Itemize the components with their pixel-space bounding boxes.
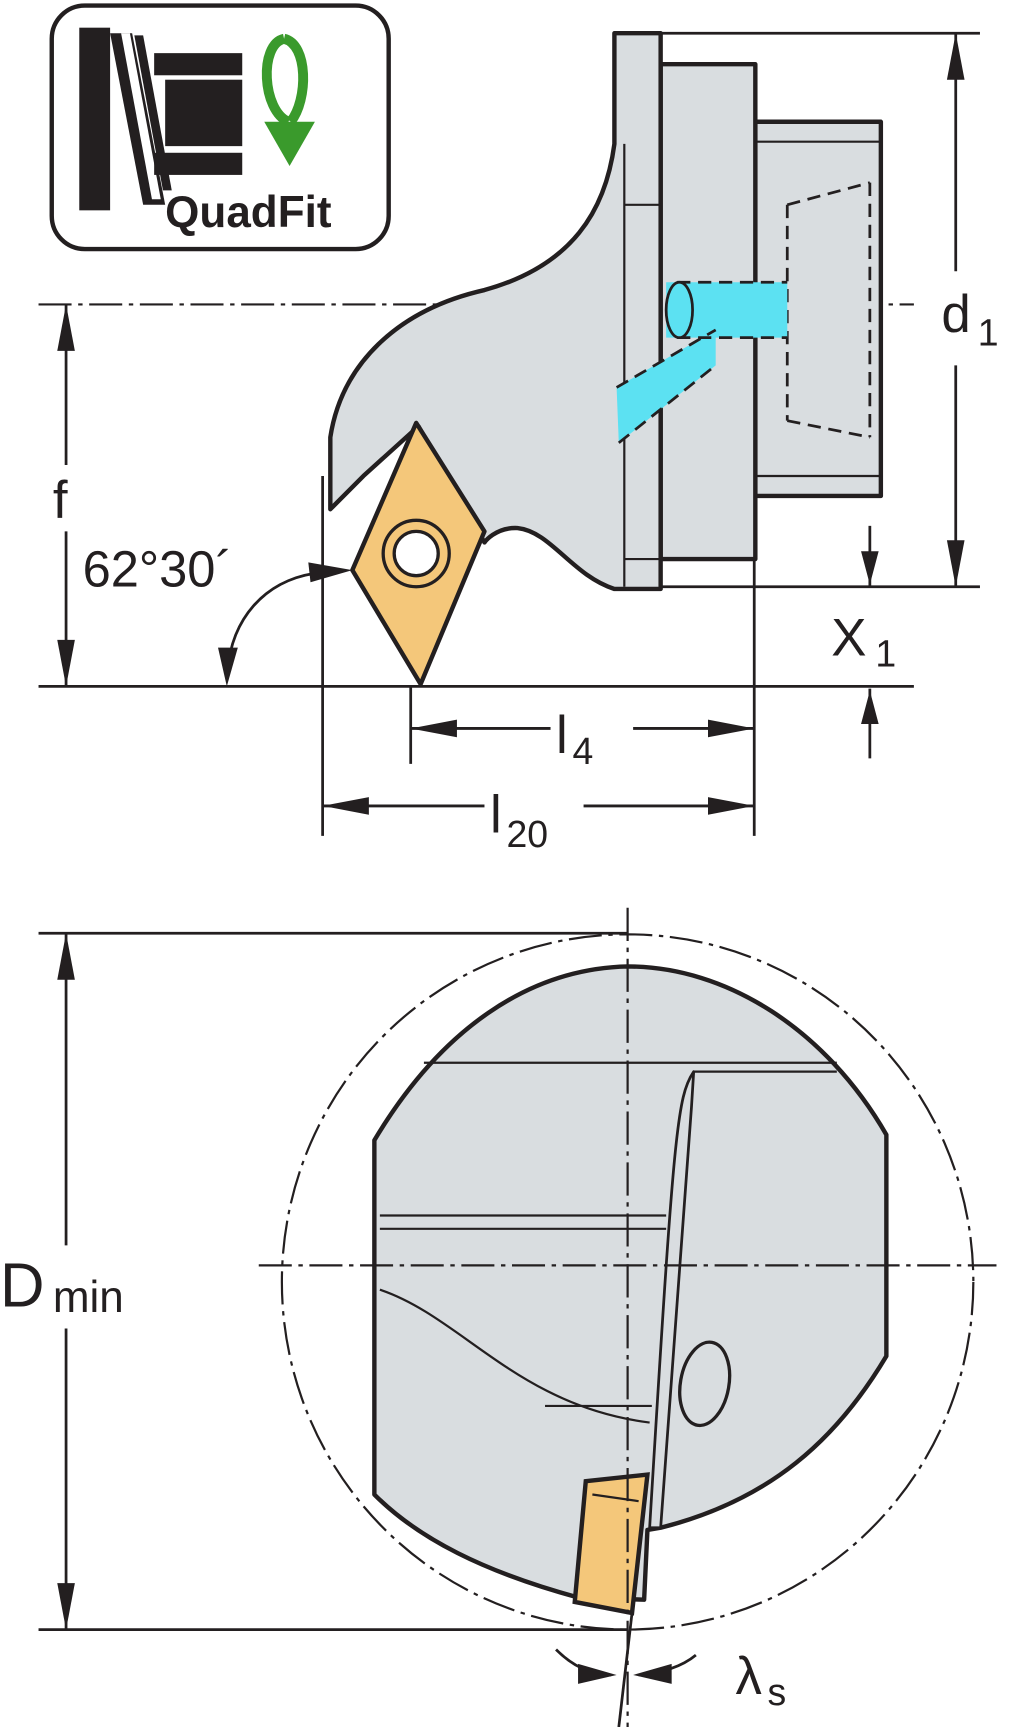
dimension-d1: d 1	[941, 33, 999, 587]
insert-screw	[381, 518, 451, 589]
quadfit-coupling-icon	[79, 27, 243, 211]
quadfit-badge: QuadFit	[49, 3, 391, 252]
l4-subscript: 4	[573, 730, 594, 772]
insert-end-view	[572, 1472, 650, 1616]
dmin-label: D	[0, 1251, 45, 1320]
x1-subscript: 1	[875, 632, 896, 674]
f-label: f	[53, 471, 68, 530]
dimension-angle: 62°30´	[83, 541, 353, 687]
dimension-l4: l 4	[410, 706, 755, 772]
rotate-arrow-icon	[261, 33, 315, 167]
insert-diamond	[350, 420, 487, 687]
torx-icon	[392, 529, 440, 578]
l20-label: l	[490, 785, 502, 844]
screw-hole	[678, 1340, 732, 1428]
l4-label: l	[556, 706, 568, 765]
quadfit-label: QuadFit	[165, 188, 332, 237]
lambda-subscript: s	[767, 1671, 786, 1713]
d1-label: d	[941, 285, 970, 344]
dmin-subscript: min	[53, 1273, 124, 1322]
d1-subscript: 1	[978, 311, 999, 353]
holder-body-side	[328, 30, 884, 592]
lambda-label: λ	[736, 1647, 763, 1706]
dimension-l20: l 20	[322, 785, 755, 855]
coolant-channel	[666, 282, 788, 338]
holder-body-end	[372, 964, 889, 1616]
coolant-channel-angled	[616, 329, 716, 443]
angle-label: 62°30´	[83, 541, 233, 598]
dimension-lambda-s: λ s	[555, 1612, 786, 1727]
l20-subscript: 20	[506, 813, 548, 855]
dimension-dmin: D min	[0, 933, 124, 1630]
x1-label: X	[831, 608, 866, 667]
dimension-f: f	[53, 304, 75, 687]
dimension-x1: X 1	[831, 525, 896, 759]
